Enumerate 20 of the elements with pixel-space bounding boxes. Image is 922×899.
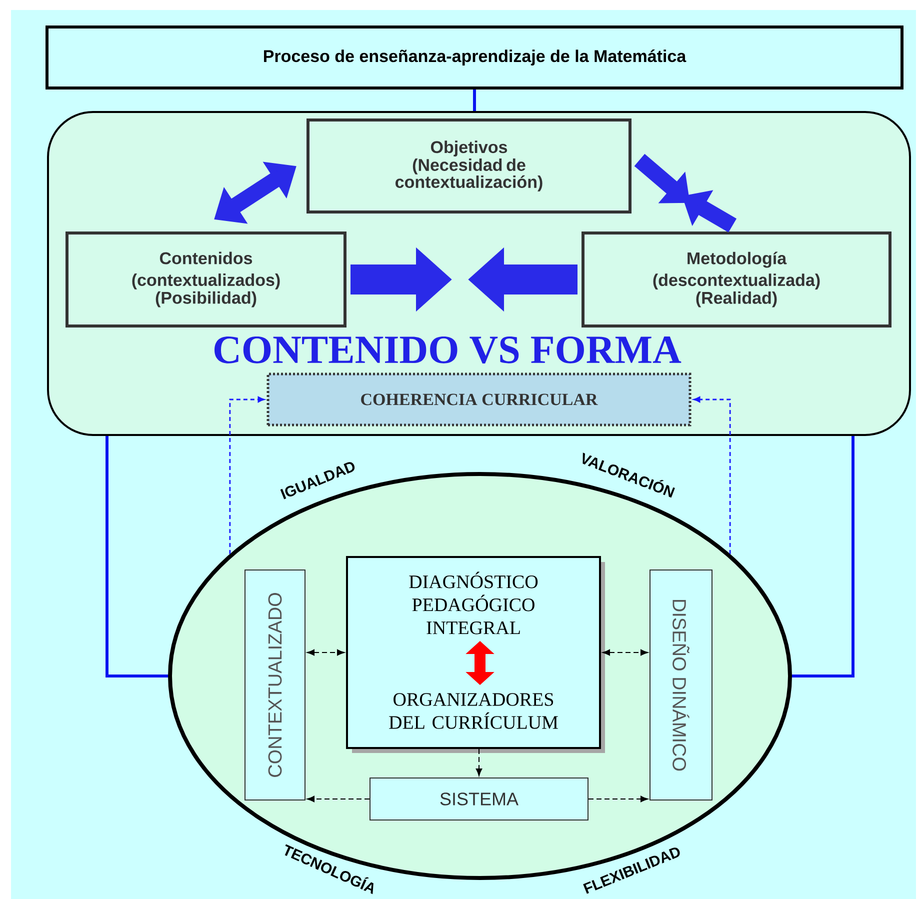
- arrow: [307, 796, 370, 802]
- text-box: Metodología (descontextualizada) (Realidad): [582, 232, 892, 328]
- text-box: SISTEMA: [370, 778, 588, 820]
- arrow: [602, 649, 648, 656]
- connector-line: [106, 436, 168, 678]
- title-box: Proceso de enseñanza-aprendizaje de la Matemática: [46, 26, 904, 90]
- text-box: Contenidos (contextualizados) (Posibilidad): [66, 232, 346, 328]
- connector-line: [473, 90, 476, 111]
- vertical-text-box: CONTEXTUALIZADO: [244, 570, 306, 800]
- arrow: [229, 396, 265, 554]
- text-box: Objetivos (Necesidad de contextualización): [306, 118, 632, 214]
- heading: CONTENIDO VS FORMA: [214, 336, 682, 364]
- connector-line: [792, 436, 854, 678]
- diagnosis-box: DIAGNÓSTICO PEDAGÓGICO INTEGRAL ORGANIZADORES DEL CURRÍCULUM: [346, 556, 605, 753]
- arrow: [307, 649, 344, 656]
- arrow: [588, 796, 648, 802]
- vertical-text-box: DISEÑO DINÁMICO: [650, 570, 712, 800]
- dotted-box: COHERENCIA CURRICULAR: [266, 372, 692, 426]
- arrow: [693, 396, 731, 554]
- arrow: [476, 748, 482, 776]
